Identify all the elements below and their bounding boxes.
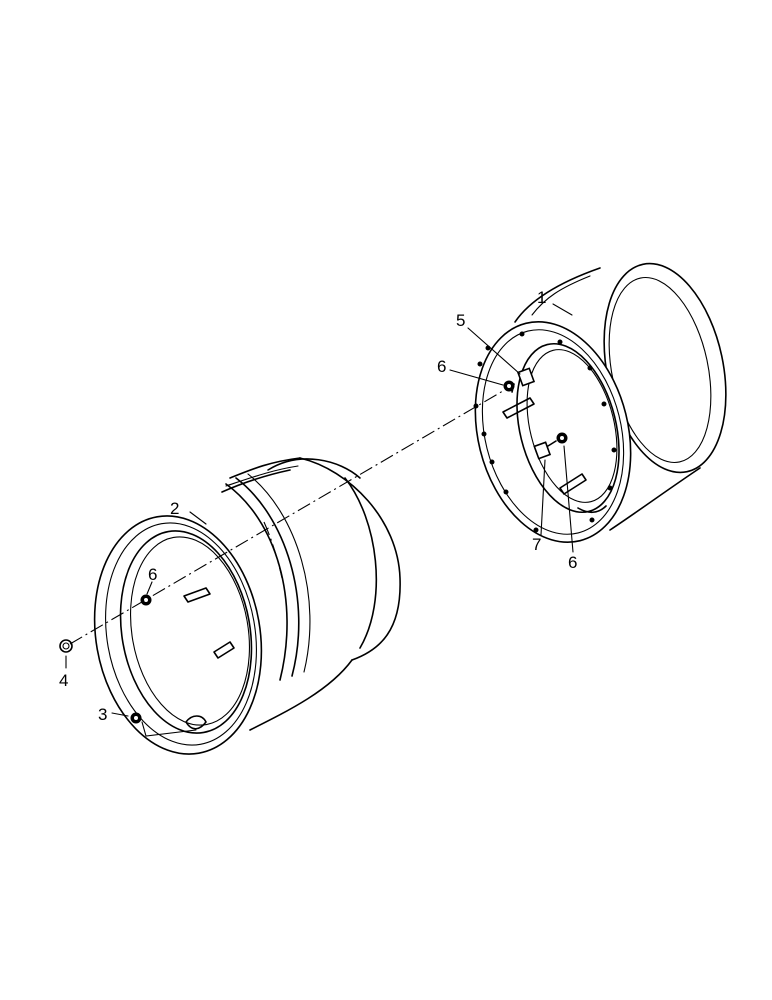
callout-4: 4 <box>59 671 68 690</box>
callout-6-left: 6 <box>148 565 157 584</box>
wheel-rim-right <box>473 262 727 543</box>
callout-1: 1 <box>537 288 546 307</box>
bolt-5 <box>511 367 536 393</box>
washer-6-left <box>140 594 152 606</box>
callout-6-upper: 6 <box>437 357 446 376</box>
callout-3: 3 <box>98 705 107 724</box>
wheel-rim-left <box>93 457 401 755</box>
callout-5: 5 <box>456 311 465 330</box>
washer-6-lower-right <box>556 432 568 444</box>
callout-2: 2 <box>170 499 179 518</box>
nut-4 <box>59 639 73 653</box>
callout-7: 7 <box>532 535 541 554</box>
bolt-7 <box>533 440 557 460</box>
nut-3-leader <box>141 721 197 737</box>
nut-3 <box>130 712 142 724</box>
assembly-centerline <box>69 387 509 645</box>
callout-6-lower: 6 <box>568 553 577 572</box>
